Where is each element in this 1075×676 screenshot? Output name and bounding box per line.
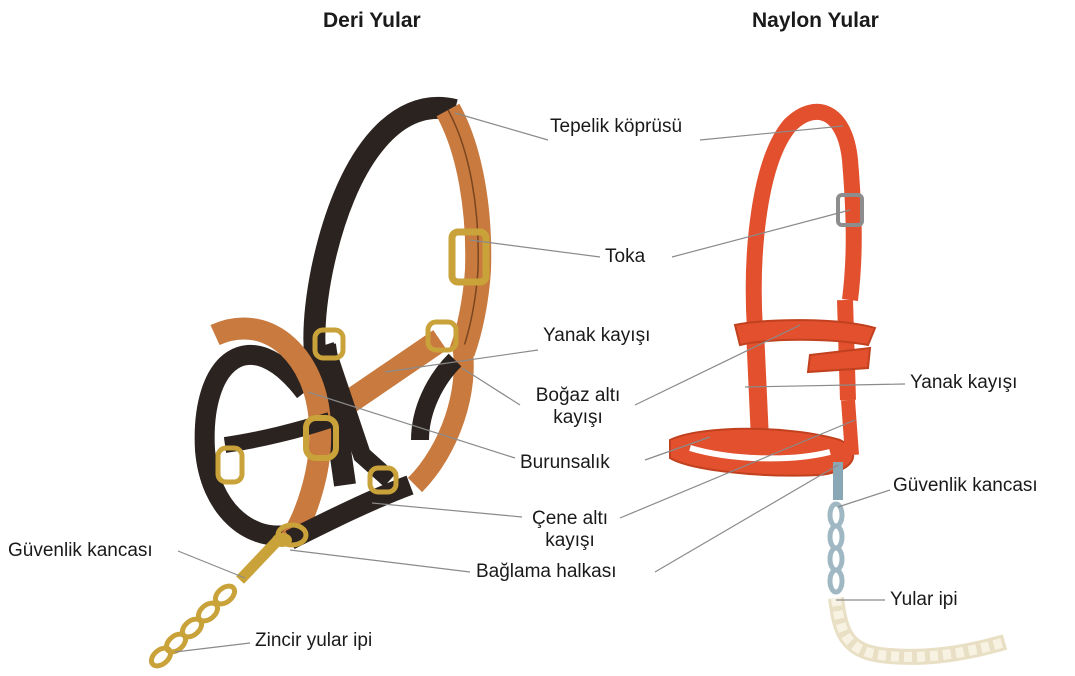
label-tie-ring: Bağlama halkası: [476, 561, 616, 583]
leather-halter: [148, 108, 486, 670]
leather-safety-hook: [240, 540, 278, 580]
label-crown-piece: Tepelik köprüsü: [550, 116, 682, 138]
leather-chain: [148, 583, 238, 670]
label-chin-strap: Çene altı kayışı: [520, 508, 620, 552]
label-throat-strap-line2: kayışı: [522, 407, 634, 429]
label-noseband: Burunsalık: [520, 452, 610, 474]
label-throat-strap-line1: Boğaz altı: [522, 385, 634, 407]
nylon-chain: [830, 504, 842, 592]
label-chin-strap-line1: Çene altı: [520, 508, 620, 530]
label-cheek-strap-right: Yanak kayışı: [910, 372, 1017, 394]
nylon-chin-strap: [848, 400, 852, 455]
leather-halter-title: Deri Yular: [323, 9, 421, 33]
label-cheek-strap-left: Yanak kayışı: [543, 325, 650, 347]
label-lead-rope: Yular ipi: [890, 589, 958, 611]
label-safety-hook-right: Güvenlik kancası: [893, 475, 1038, 497]
label-chain-lead: Zincir yular ipi: [255, 630, 372, 652]
label-throat-strap: Boğaz altı kayışı: [522, 385, 634, 429]
label-safety-hook-left: Güvenlik kancası: [8, 540, 153, 562]
label-chin-strap-line2: kayışı: [520, 530, 620, 552]
nylon-halter-title: Naylon Yular: [752, 9, 879, 33]
nylon-throat-band: [735, 320, 875, 345]
label-buckle: Toka: [605, 246, 645, 268]
